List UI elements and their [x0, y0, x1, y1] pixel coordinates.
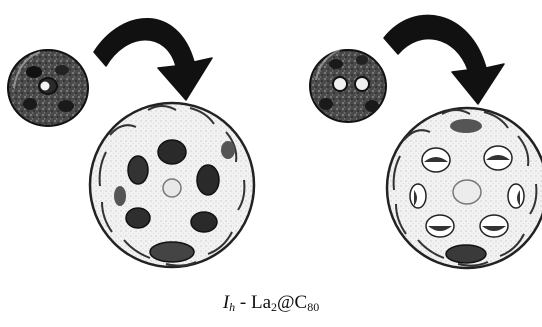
- rotation-arrow-left: [94, 19, 212, 100]
- c-subscript: 80: [307, 300, 319, 314]
- formula-part-la: - La: [235, 292, 271, 313]
- formula-part-c: @C: [277, 292, 307, 313]
- large-cage-left: [90, 103, 254, 267]
- large-cage-right: [387, 108, 542, 268]
- small-cage-left: [8, 50, 88, 126]
- molecule-label: Ih - La2@C80: [0, 292, 542, 314]
- rotation-arrow-right: [384, 15, 504, 104]
- small-cage-right: [310, 50, 386, 122]
